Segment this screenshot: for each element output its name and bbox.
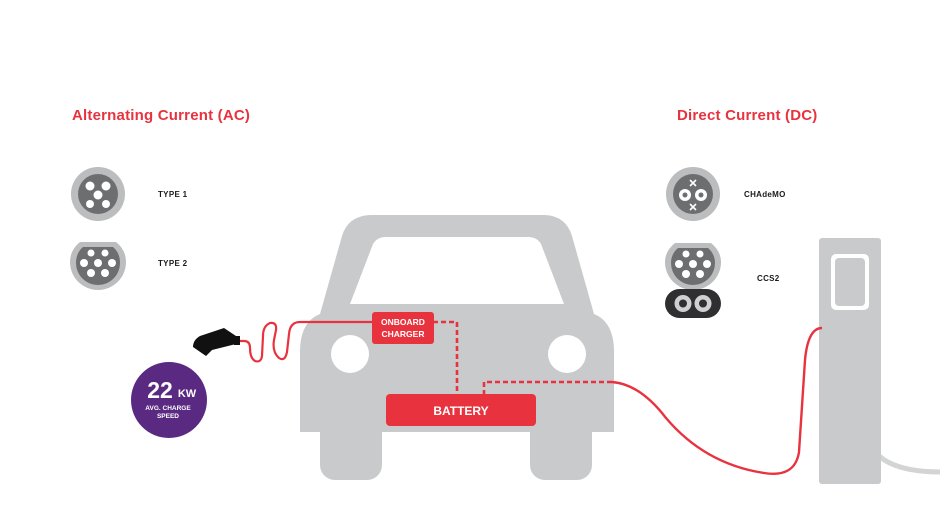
ac-heading: Alternating Current (AC)	[72, 107, 251, 124]
type2-label: TYPE 2	[158, 259, 188, 268]
dc-cable	[611, 326, 823, 475]
speed-caption-2: SPEED	[157, 413, 179, 420]
onboard-charger-label-2: CHARGER	[382, 329, 425, 339]
charge-speed-badge: 22 KW AVG. CHARGE SPEED	[131, 362, 207, 438]
onboard-charger-box: ONBOARD CHARGER	[372, 312, 434, 344]
chademo-label: CHAdeMO	[744, 190, 786, 199]
ccs2-connector-icon	[665, 243, 721, 318]
battery-label: BATTERY	[433, 404, 488, 418]
speed-unit: KW	[178, 388, 197, 400]
ac-plug-icon	[193, 328, 240, 356]
type1-label: TYPE 1	[158, 190, 188, 199]
chademo-connector-icon	[666, 167, 720, 221]
dc-charging-station	[819, 238, 940, 484]
speed-caption-1: AVG. CHARGE	[145, 405, 191, 412]
ccs2-label: CCS2	[757, 274, 780, 283]
speed-value: 22	[147, 377, 173, 403]
dc-heading: Direct Current (DC)	[677, 107, 818, 124]
ac-cable	[232, 320, 372, 363]
type2-connector-icon	[70, 242, 126, 290]
onboard-charger-label-1: ONBOARD	[381, 317, 425, 327]
type1-connector-icon	[71, 167, 125, 221]
battery-box: BATTERY	[386, 394, 536, 426]
charger-battery-link	[433, 320, 459, 394]
dc-internal-link	[482, 380, 612, 394]
